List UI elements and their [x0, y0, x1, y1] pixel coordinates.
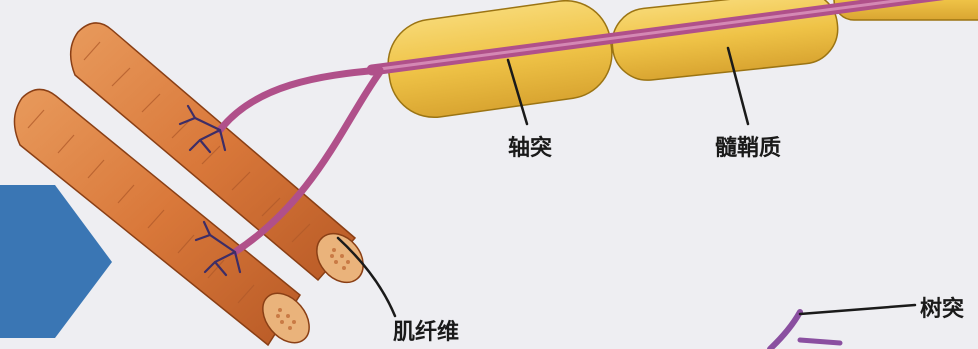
myelin-sheath-label: 髓鞘质 [715, 130, 781, 162]
dendrite-label: 树突 [920, 291, 964, 323]
axon [220, 0, 978, 252]
dendrite [770, 312, 840, 349]
direction-arrow-icon [0, 185, 112, 338]
muscle-fiber-label: 肌纤维 [393, 314, 459, 346]
axon-label: 轴突 [508, 130, 552, 162]
